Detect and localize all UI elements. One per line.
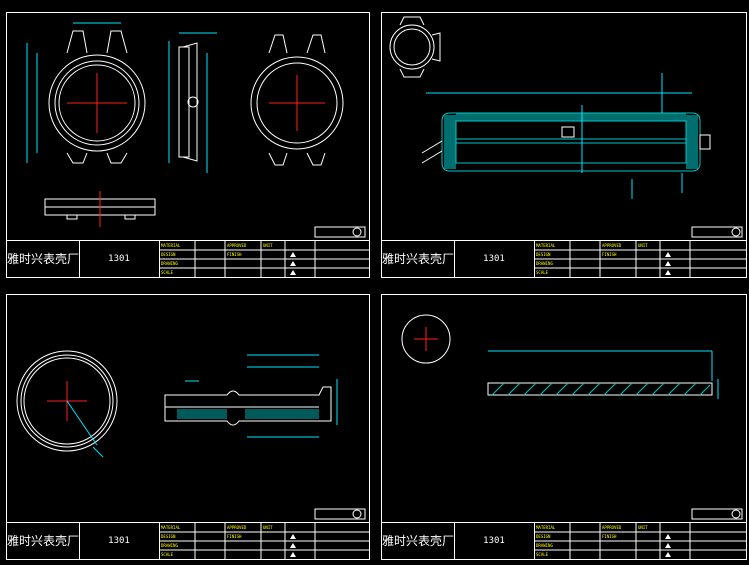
company-name: 雅时兴表壳厂 [382, 523, 455, 559]
section-details [421, 126, 711, 164]
company-name: 雅时兴表壳厂 [382, 241, 455, 277]
part-number: 1301 [79, 241, 160, 277]
label-approved: APPROVED [602, 243, 622, 248]
small-front-view [389, 16, 441, 78]
section-dimensions [426, 73, 692, 199]
ring-view [16, 350, 118, 452]
label-finish: FINISH [602, 534, 617, 539]
label-finish: FINISH [227, 252, 242, 257]
label-unit: UNIT [263, 525, 273, 530]
glass-centerline [414, 327, 438, 351]
title-block-grid: MATERIAL DESIGN DRAWING SCALE APPROVED F… [534, 523, 746, 559]
front-centerline [67, 73, 127, 133]
ring-dimensions [66, 400, 104, 458]
profile-dimensions [185, 354, 338, 438]
label-unit: UNIT [263, 243, 273, 248]
front-dimensions [26, 22, 121, 163]
label-drawing: DRAWING [161, 543, 178, 548]
drawing-sheet-3[interactable]: 雅时兴表壳厂 1301 MATERIAL DESIGN DRAWING SCAL… [6, 294, 370, 560]
part-number: 1301 [454, 523, 535, 559]
sheet-2-drawing [389, 16, 743, 238]
label-design: DESIGN [161, 534, 176, 539]
profile-section [164, 386, 332, 426]
title-block-2: 雅时兴表壳厂 1301 MATERIAL DESIGN DRAWING SCAL… [382, 240, 746, 277]
drawing-sheet-1[interactable]: 雅时兴表壳厂 1301 MATERIAL DESIGN [6, 12, 370, 278]
label-unit: UNIT [638, 243, 648, 248]
title-block-grid: MATERIAL DESIGN DRAWING SCALE APPROVED F… [159, 241, 369, 277]
sheet-3-drawing [16, 350, 366, 520]
title-block-1: 雅时兴表壳厂 1301 MATERIAL DESIGN [7, 240, 369, 277]
drawing-sheet-2[interactable]: 雅时兴表壳厂 1301 MATERIAL DESIGN DRAWING SCAL… [381, 12, 747, 278]
label-material: MATERIAL [161, 243, 181, 248]
company-name: 雅时兴表壳厂 [7, 523, 80, 559]
label-drawing: DRAWING [536, 261, 553, 266]
part-number: 1301 [454, 241, 535, 277]
title-block-4: 雅时兴表壳厂 1301 MATERIAL DESIGN DRAWING SCAL… [382, 522, 746, 559]
sheet-1-drawing [26, 22, 366, 238]
label-design: DESIGN [161, 252, 176, 257]
label-material: MATERIAL [536, 525, 556, 530]
label-design: DESIGN [536, 252, 551, 257]
profile-hatch [177, 409, 319, 419]
label-finish: FINISH [602, 252, 617, 257]
label-unit: UNIT [638, 525, 648, 530]
label-drawing: DRAWING [161, 261, 178, 266]
side-view [178, 42, 199, 162]
company-name: 雅时兴表壳厂 [7, 241, 80, 277]
label-design: DESIGN [536, 534, 551, 539]
back-centerline [269, 75, 325, 131]
label-scale: SCALE [536, 552, 549, 557]
title-block-grid: MATERIAL DESIGN DRAWING SCALE APPROVED F… [534, 241, 746, 277]
drawing-sheet-4[interactable]: 雅时兴表壳厂 1301 MATERIAL DESIGN DRAWING SCAL… [381, 294, 747, 560]
side-dimensions [168, 32, 217, 173]
cross-section [441, 112, 701, 172]
front-view [48, 30, 146, 164]
label-approved: APPROVED [227, 243, 247, 248]
glass-view [401, 314, 451, 364]
label-scale: SCALE [161, 552, 174, 557]
title-block-grid: MATERIAL DESIGN DRAWING SCALE APPROVED F… [159, 523, 369, 559]
glass-dimensions [488, 350, 719, 399]
glass-hatch [491, 382, 711, 396]
label-approved: APPROVED [227, 525, 247, 530]
label-approved: APPROVED [602, 525, 622, 530]
label-material: MATERIAL [161, 525, 181, 530]
label-material: MATERIAL [536, 243, 556, 248]
label-scale: SCALE [161, 270, 174, 275]
back-view [250, 34, 344, 166]
sheet-4-drawing [401, 314, 743, 520]
label-finish: FINISH [227, 534, 242, 539]
title-block-3: 雅时兴表壳厂 1301 MATERIAL DESIGN DRAWING SCAL… [7, 522, 369, 559]
label-drawing: DRAWING [536, 543, 553, 548]
part-number: 1301 [79, 523, 160, 559]
section-hatch [444, 113, 698, 169]
label-scale: SCALE [536, 270, 549, 275]
